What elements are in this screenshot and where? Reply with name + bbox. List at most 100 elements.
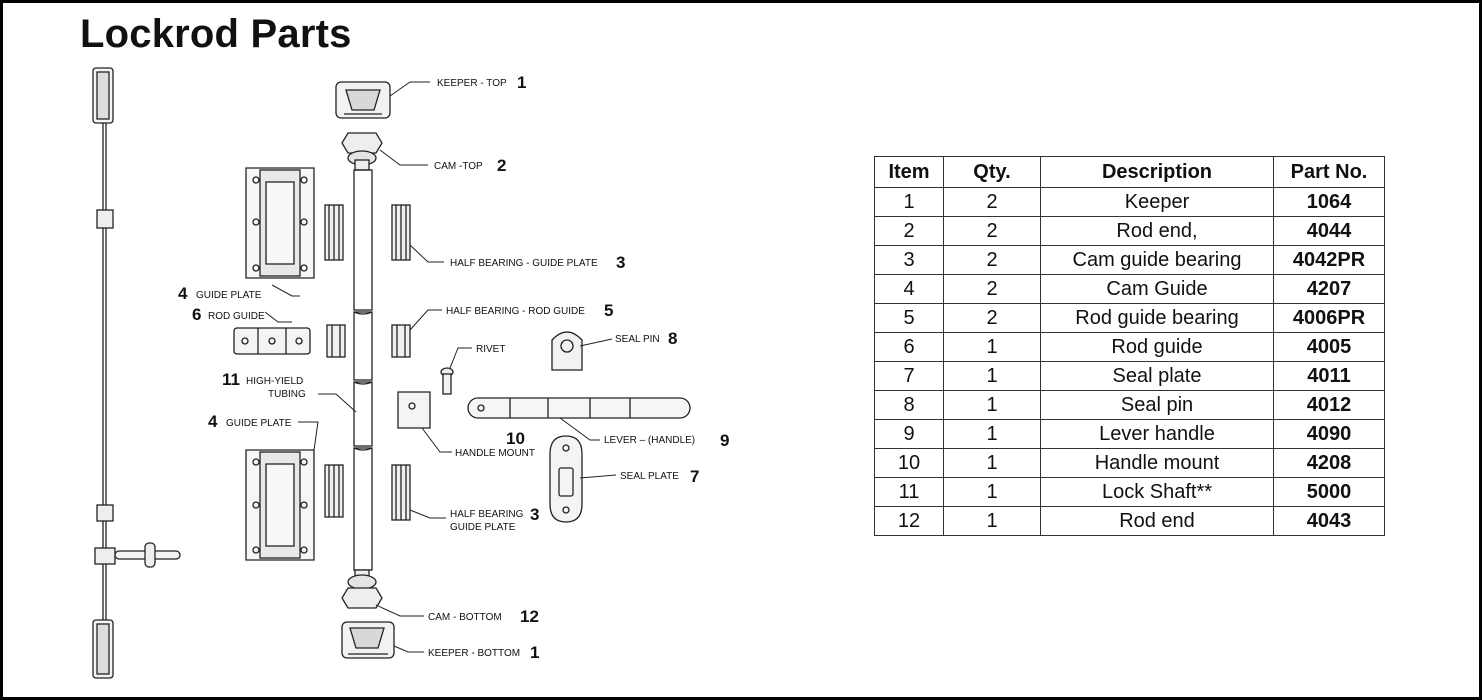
half-bearing-top-left <box>324 204 344 261</box>
half-bearing-top-right <box>391 204 411 261</box>
cell-qty: 2 <box>943 245 1041 275</box>
cell-qty: 1 <box>943 477 1041 507</box>
cell-qty: 1 <box>943 361 1041 391</box>
cell-description: Seal plate <box>1040 361 1274 391</box>
label-rod-guide-num: 6 <box>192 305 201 324</box>
cell-part-no: 4006PR <box>1273 303 1385 333</box>
label-cam-top-text: CAM -TOP <box>434 161 483 172</box>
cell-item: 7 <box>874 361 944 391</box>
cell-item: 9 <box>874 419 944 449</box>
cell-part-no: 4012 <box>1273 390 1385 420</box>
header-description: Description <box>1040 156 1274 188</box>
cell-item: 5 <box>874 303 944 333</box>
label-rod-guide-text: ROD GUIDE <box>208 311 265 322</box>
cell-description: Lock Shaft** <box>1040 477 1274 507</box>
cell-qty: 1 <box>943 390 1041 420</box>
cell-part-no: 4090 <box>1273 419 1385 449</box>
label-seal-plate-text: SEAL PLATE <box>620 471 679 482</box>
cell-qty: 2 <box>943 274 1041 304</box>
header-qty: Qty. <box>943 156 1041 188</box>
cam-top <box>341 132 383 171</box>
page-title: Lockrod Parts <box>80 12 352 56</box>
label-half-bearing-rod-guide-text: HALF BEARING - ROD GUIDE <box>446 306 585 317</box>
cell-qty: 1 <box>943 332 1041 362</box>
keeper-bottom <box>341 621 395 659</box>
label-keeper-bottom-text: KEEPER - BOTTOM <box>428 648 520 659</box>
lever-handle <box>467 397 691 419</box>
cam-bottom <box>341 569 383 609</box>
label-guide-plate-top-text: GUIDE PLATE <box>196 290 262 301</box>
cell-description: Rod guide bearing <box>1040 303 1274 333</box>
label-half-bearing-guide-plate-num: 3 <box>616 253 625 272</box>
cell-description: Handle mount <box>1040 448 1274 478</box>
cell-item: 6 <box>874 332 944 362</box>
cell-description: Rod end <box>1040 506 1274 536</box>
cell-part-no: 1064 <box>1273 187 1385 217</box>
label-seal-plate-num: 7 <box>690 467 699 486</box>
label-guide-plate-bottom-num: 4 <box>208 412 218 431</box>
cell-item: 10 <box>874 448 944 478</box>
label-cam-top-num: 2 <box>497 156 506 175</box>
main-shaft <box>353 169 373 571</box>
label-seal-pin-num: 8 <box>668 329 677 348</box>
label-half-bearing-rod-guide-num: 5 <box>604 301 613 320</box>
label-half-bearing-bottom-text-2: GUIDE PLATE <box>450 522 516 533</box>
cell-qty: 2 <box>943 187 1041 217</box>
cell-description: Lever handle <box>1040 419 1274 449</box>
assembled-lockrod <box>92 67 181 679</box>
label-keeper-top-num: 1 <box>517 73 526 92</box>
half-bearing-rod-guide-left <box>326 324 346 358</box>
label-half-bearing-guide-plate-text: HALF BEARING - GUIDE PLATE <box>450 258 598 269</box>
cell-part-no: 4011 <box>1273 361 1385 391</box>
rivet <box>440 367 454 395</box>
label-half-bearing-bottom-text-1: HALF BEARING <box>450 509 524 520</box>
cell-qty: 1 <box>943 506 1041 536</box>
cell-qty: 1 <box>943 419 1041 449</box>
cell-description: Rod guide <box>1040 332 1274 362</box>
label-half-bearing-bottom-num: 3 <box>530 505 539 524</box>
guide-plate-top <box>245 167 315 279</box>
cell-part-no: 4005 <box>1273 332 1385 362</box>
cell-description: Rod end, <box>1040 216 1274 246</box>
seal-plate <box>549 435 583 523</box>
half-bearing-bottom-right <box>391 464 411 521</box>
cell-description: Keeper <box>1040 187 1274 217</box>
cell-item: 3 <box>874 245 944 275</box>
cell-part-no: 4043 <box>1273 506 1385 536</box>
rod-guide <box>233 327 311 355</box>
label-rivet-text: RIVET <box>476 344 505 355</box>
cell-item: 11 <box>874 477 944 507</box>
cell-item: 4 <box>874 274 944 304</box>
label-seal-pin-text: SEAL PIN <box>615 334 660 345</box>
lockrod-diagram: KEEPER - TOP 1 CAM -TOP 2 HALF BEARING -… <box>92 67 729 679</box>
cell-part-no: 4042PR <box>1273 245 1385 275</box>
half-bearing-rod-guide-right <box>391 324 411 358</box>
cell-description: Seal pin <box>1040 390 1274 420</box>
label-handle-mount-num: 10 <box>506 429 525 448</box>
label-keeper-top-text: KEEPER - TOP <box>437 78 507 89</box>
cell-part-no: 4208 <box>1273 448 1385 478</box>
label-guide-plate-bottom-text: GUIDE PLATE <box>226 418 292 429</box>
cell-part-no: 4044 <box>1273 216 1385 246</box>
handle-mount <box>397 391 431 429</box>
label-cam-bottom-num: 12 <box>520 607 539 626</box>
cell-item: 12 <box>874 506 944 536</box>
leader-lines <box>264 81 617 653</box>
cell-description: Cam Guide <box>1040 274 1274 304</box>
label-keeper-bottom-num: 1 <box>530 643 539 662</box>
keeper-top <box>335 81 391 119</box>
label-guide-plate-top-num: 4 <box>178 284 188 303</box>
label-lever-num: 9 <box>720 431 729 450</box>
cell-qty: 2 <box>943 303 1041 333</box>
label-handle-mount-text: HANDLE MOUNT <box>455 448 535 459</box>
